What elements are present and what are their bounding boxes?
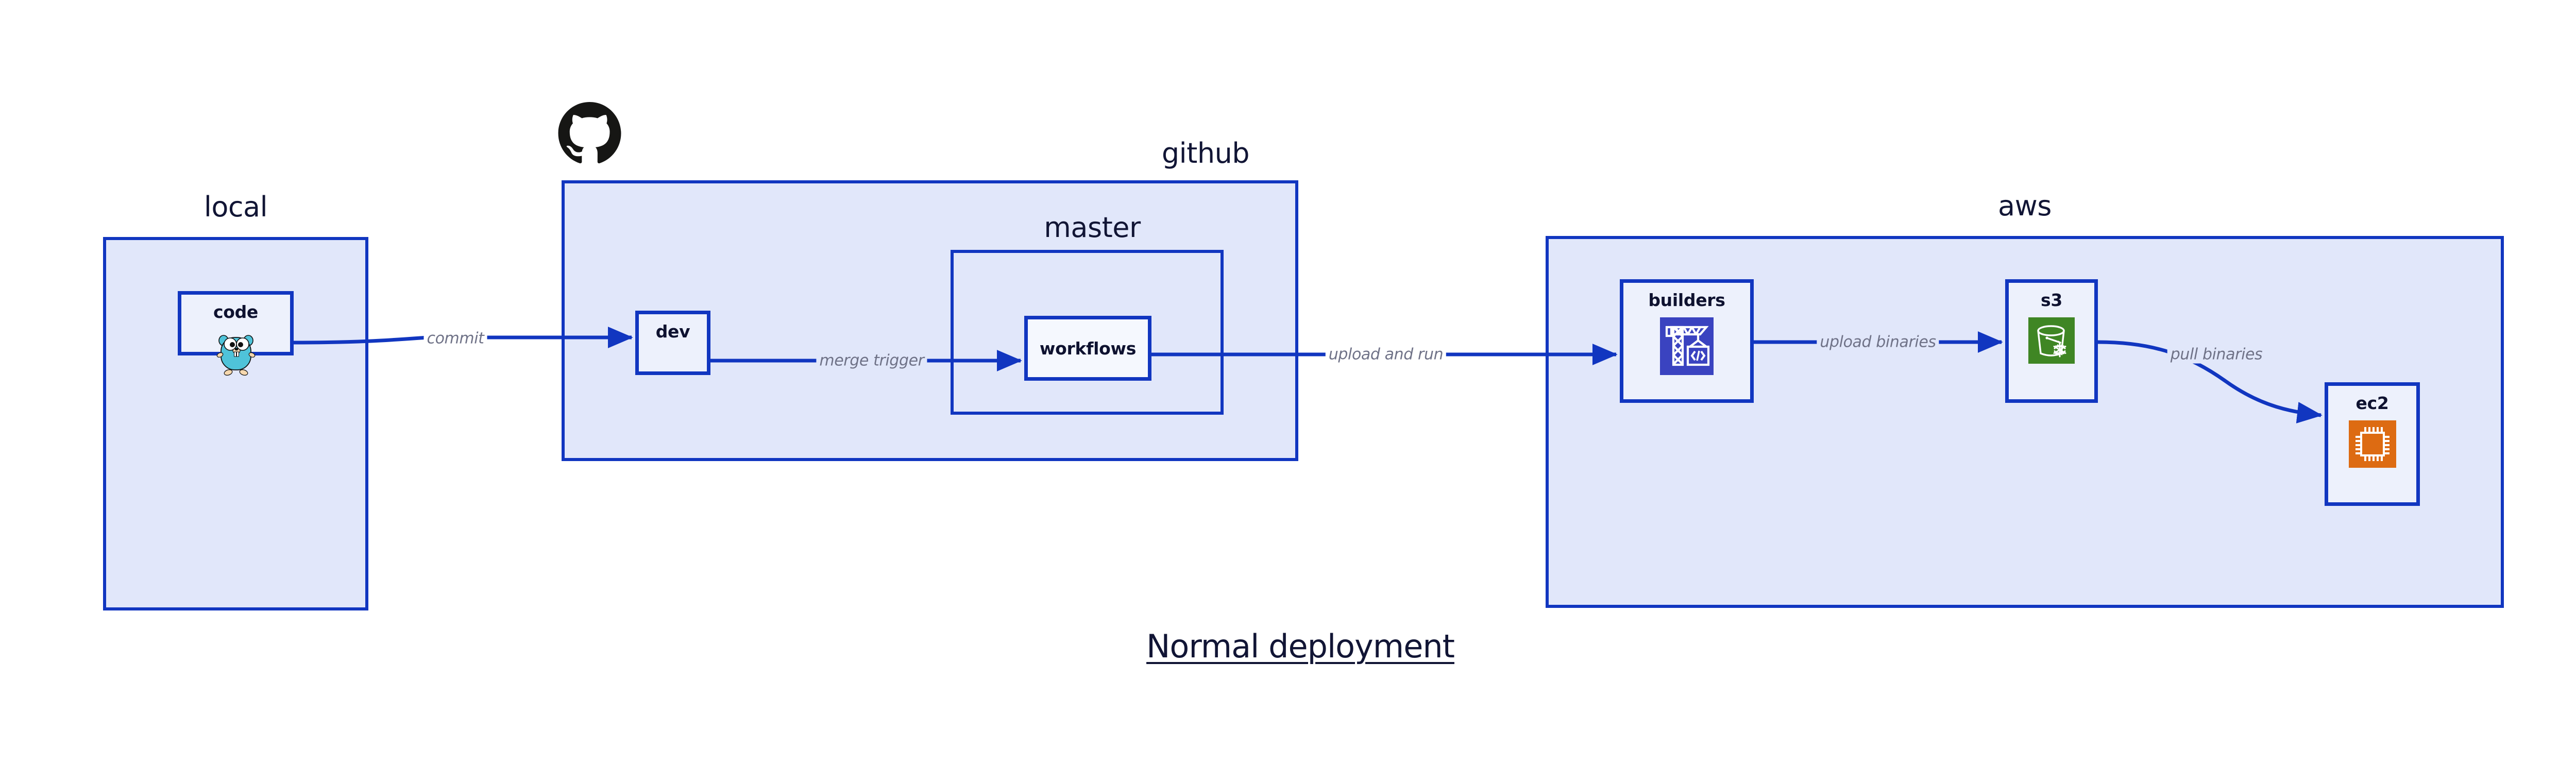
node-label-s3: s3 [2040,290,2062,310]
group-label-aws: aws [1998,190,2052,222]
edge-label-pull-binaries: pull binaries [2167,345,2266,364]
go-gopher-icon [216,329,256,377]
node-label-workflows: workflows [1039,338,1137,359]
page-title: Normal deployment [1146,627,1455,665]
node-label-builders: builders [1648,290,1725,310]
edge-label-upload-and-run: upload and run [1325,345,1447,364]
node-box-dev[interactable]: dev [635,311,710,375]
node-box-workflows[interactable]: workflows [1024,316,1151,381]
group-label-local: local [204,191,268,223]
edge-label-upload-binaries: upload binaries [1817,333,1939,351]
group-label-master: master [1044,211,1141,244]
aws-s3-bucket-icon [2028,317,2075,364]
node-box-code[interactable]: code [178,291,294,376]
node-box-builders[interactable]: builders [1620,279,1754,403]
group-label-github: github [1161,137,1250,169]
node-box-ec2[interactable]: ec2 [2325,382,2420,506]
node-label-code: code [213,302,259,322]
edge-label-commit: commit [423,329,487,348]
node-label-dev: dev [655,321,690,342]
node-label-ec2: ec2 [2355,393,2389,413]
edge-label-merge-trigger: merge trigger [816,351,927,370]
aws-ec2-chip-icon [2348,420,2396,468]
github-octocat-logo [557,102,622,167]
aws-builders-crane-icon [1660,317,1714,375]
node-box-s3[interactable]: s3 [2005,279,2098,403]
